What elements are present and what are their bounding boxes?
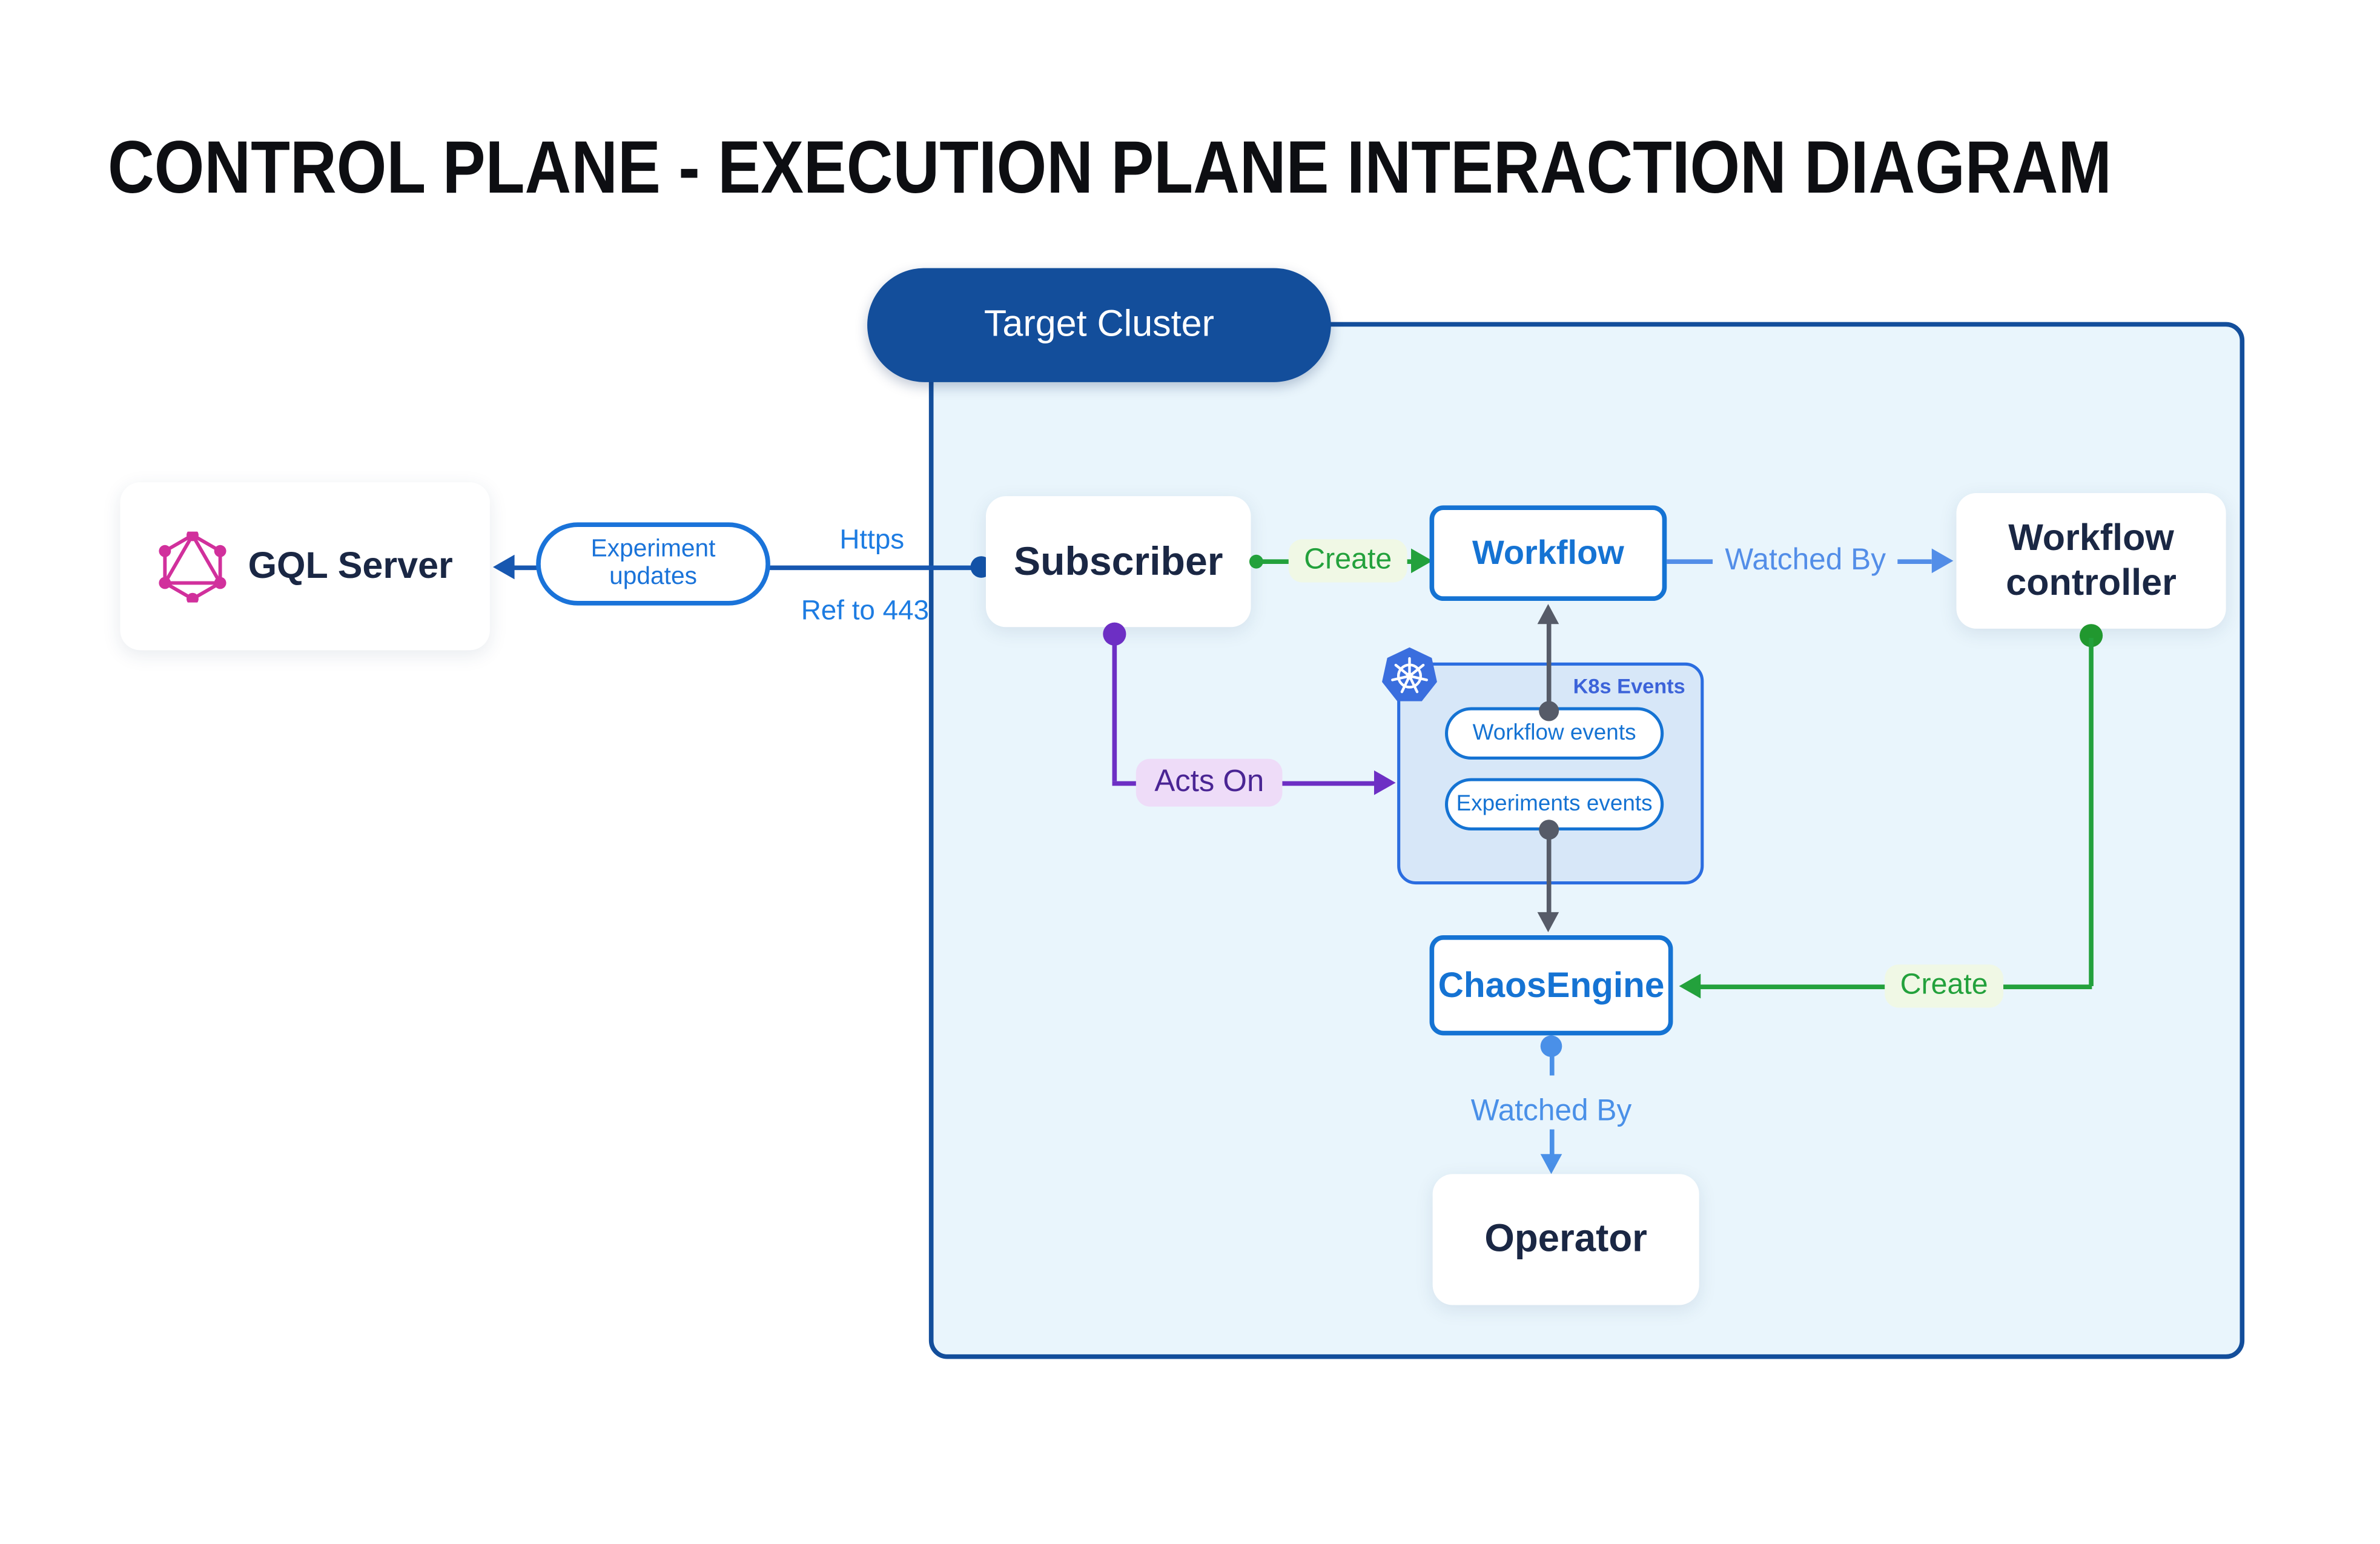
arrowhead-actson-icon	[1373, 770, 1396, 795]
gql-server-label: GQL Server	[248, 545, 453, 586]
target-cluster-label: Target Cluster	[983, 303, 1214, 345]
operator-label: Operator	[1484, 1217, 1647, 1261]
watchedby2-label: Watched By	[1470, 1094, 1632, 1128]
k8s-events-title: K8s Events	[1573, 675, 1685, 698]
experiment-updates-badge: Experiment updates	[536, 522, 770, 606]
arrowhead-to-chaosengine-icon	[1536, 912, 1558, 932]
edge-actson-vline	[1111, 635, 1116, 781]
experiments-events-label: Experiments events	[1456, 792, 1653, 817]
edge-watchedby2-stub	[1549, 1049, 1554, 1076]
node-operator: Operator	[1432, 1174, 1699, 1305]
graphql-icon	[157, 528, 228, 605]
edge-workflow-events-dot	[1538, 700, 1558, 721]
edge-workflow-events-line	[1545, 621, 1551, 711]
arrowhead-watchedby2-icon	[1539, 1154, 1562, 1175]
node-chaosengine: ChaosEngine	[1429, 935, 1673, 1036]
edge-experiments-events-dot	[1538, 818, 1558, 840]
target-cluster-pill: Target Cluster	[867, 268, 1331, 382]
node-subscriber: Subscriber	[985, 496, 1251, 628]
page-title: CONTROL PLANE - EXECUTION PLANE INTERACT…	[108, 128, 2112, 210]
node-workflow: Workflow	[1429, 505, 1667, 601]
workflow-label: Workflow	[1472, 533, 1624, 572]
arrowhead-k8s-to-workflow-icon	[1536, 604, 1558, 625]
edge-to-chaosengine-line	[1545, 829, 1551, 915]
arrowhead-to-gql-icon	[492, 554, 515, 580]
k8s-events-box	[1397, 662, 1704, 885]
watchedby1-label: Watched By	[1713, 540, 1899, 582]
arrowhead-create2-icon	[1679, 973, 1701, 999]
workflow-controller-label: Workflow controller	[2006, 517, 2177, 605]
kubernetes-icon	[1380, 646, 1439, 704]
experiments-events-pill: Experiments events	[1444, 778, 1664, 831]
workflow-events-label: Workflow events	[1472, 721, 1636, 746]
edge-create2-vline	[2089, 638, 2094, 986]
ref-to-443-label: Ref to 443	[801, 594, 930, 626]
edge-watchedby2-line	[1549, 1129, 1554, 1158]
chaosengine-label: ChaosEngine	[1438, 964, 1665, 1005]
experiment-updates-label: Experiment updates	[590, 535, 716, 591]
actson-label: Acts On	[1135, 758, 1283, 807]
create2-label: Create	[1885, 964, 2004, 1008]
subscriber-label: Subscriber	[1013, 537, 1223, 585]
create1-label: Create	[1288, 539, 1407, 583]
https-label: Https	[839, 523, 905, 555]
node-gql-server: GQL Server	[120, 482, 490, 651]
node-workflow-controller: Workflow controller	[1956, 492, 2226, 629]
arrowhead-create1-icon	[1411, 548, 1433, 574]
arrowhead-watchedby1-icon	[1931, 548, 1954, 574]
